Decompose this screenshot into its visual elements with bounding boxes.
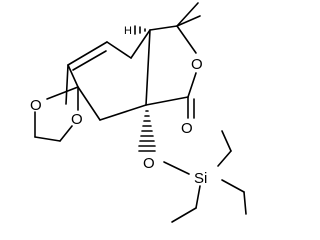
bond-c7a-c3a	[145, 29, 151, 106]
bond-c3a-c3	[99, 104, 147, 121]
atom-ketal-o2: O	[71, 111, 83, 128]
atom-carbonyl-o: O	[181, 120, 193, 137]
bond-c4-c5	[67, 64, 79, 88]
bond-o2-c3l	[187, 72, 197, 98]
bond-c6-c7	[106, 41, 132, 59]
bond-c1-methyl-b	[176, 2, 199, 27]
bond-c4-o-left	[46, 86, 79, 100]
bond-si-ethyl-up-2	[221, 130, 232, 152]
bond-si-ethyl-up-1	[217, 150, 232, 167]
bond-c3l-c3a	[145, 96, 189, 106]
atom-stereo-h: H	[124, 25, 132, 37]
bond-o-si	[163, 161, 190, 175]
bond-c5-methyl	[65, 64, 69, 105]
bond-c1-o2	[176, 25, 197, 54]
bond-c5-c6-double	[72, 50, 107, 71]
atom-silicon: Si	[194, 170, 207, 187]
hashed-wedge-c7a-h	[134, 25, 146, 35]
bond-si-ethyl-right-1	[221, 179, 245, 193]
atom-ether-o: O	[143, 155, 155, 172]
bond-si-ethyl-down-1	[195, 185, 201, 209]
atom-ketal-o1: O	[30, 97, 42, 114]
atom-ring-o: O	[191, 56, 203, 73]
bond-c5-c6	[67, 41, 108, 66]
hashed-wedge-c3a-o	[138, 110, 156, 152]
chemical-structure: O O O O O Si H	[30, 2, 247, 223]
bond-ch2-o-bottom	[59, 125, 73, 142]
bond-c3-c4	[77, 86, 101, 121]
bond-c1-methyl-a	[176, 15, 201, 27]
bond-si-ethyl-down-2	[171, 207, 197, 223]
bond-ch2-ch2	[34, 136, 61, 142]
bond-si-ethyl-right-2	[243, 191, 247, 215]
bond-c7-c7a	[130, 29, 151, 59]
bond-c7a-c1	[149, 25, 178, 31]
